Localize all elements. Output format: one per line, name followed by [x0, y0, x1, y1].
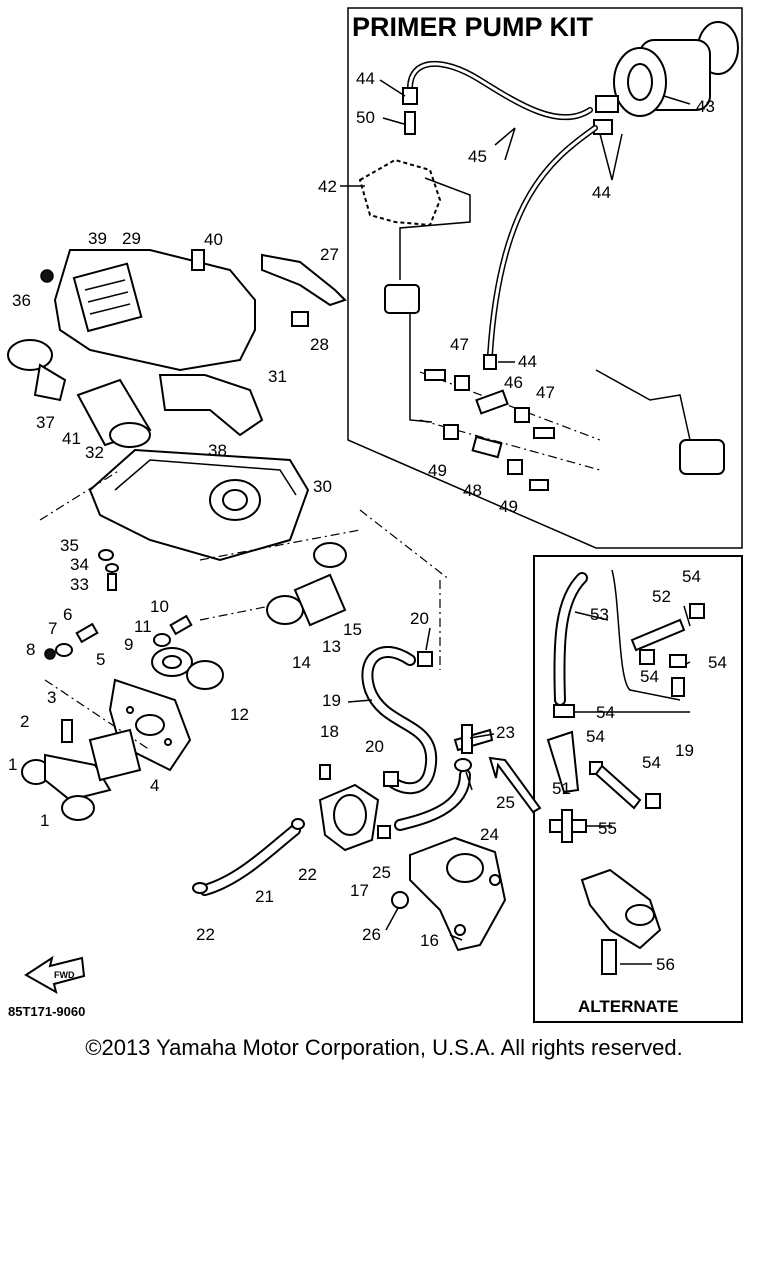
callout-52: 52 — [652, 587, 671, 606]
callout-23: 23 — [496, 723, 515, 742]
callout-44: 44 — [356, 69, 375, 88]
callout-51: 51 — [552, 779, 571, 798]
callout-45: 45 — [468, 147, 487, 166]
copyright-notice: ©2013 Yamaha Motor Corporation, U.S.A. A… — [85, 1035, 683, 1060]
callout-39: 39 — [88, 229, 107, 248]
primer-pump-kit-title: PRIMER PUMP KIT — [352, 12, 594, 42]
callout-1: 1 — [8, 755, 17, 774]
callout-42: 42 — [318, 177, 337, 196]
alternate-section: ALTERNATE — [533, 555, 743, 1023]
fwd-label: FWD — [54, 970, 75, 980]
callout-33: 33 — [70, 575, 89, 594]
callout-38: 38 — [208, 441, 227, 460]
callout-48: 48 — [463, 481, 482, 500]
callout-44-c: 44 — [518, 352, 537, 371]
callout-43: 43 — [696, 97, 715, 116]
callout-19-b: 19 — [675, 741, 694, 760]
callout-55: 55 — [598, 819, 617, 838]
callout-16: 16 — [420, 931, 439, 950]
callout-28: 28 — [310, 335, 329, 354]
callout-10: 10 — [150, 597, 169, 616]
intake-parts — [21, 542, 347, 821]
primer-pump — [593, 21, 739, 135]
callout-22: 22 — [298, 865, 317, 884]
callout-13: 13 — [322, 637, 341, 656]
callout-34: 34 — [70, 555, 89, 574]
callout-36: 36 — [12, 291, 31, 310]
callout-25-b: 25 — [372, 863, 391, 882]
drawing-code: 85T171-9060 — [8, 1004, 85, 1019]
callout-11: 11 — [134, 617, 152, 636]
callout-31: 31 — [268, 367, 287, 386]
callout-54: 54 — [682, 567, 701, 586]
callout-37: 37 — [36, 413, 55, 432]
callout-44-b: 44 — [592, 183, 611, 202]
callout-18: 18 — [320, 722, 339, 741]
callout-7: 7 — [48, 619, 57, 638]
callout-49-b: 49 — [499, 497, 518, 516]
callout-3: 3 — [47, 688, 56, 707]
callout-46: 46 — [504, 373, 523, 392]
callout-22-b: 22 — [196, 925, 215, 944]
callout-54-f: 54 — [642, 753, 661, 772]
callout-9: 9 — [124, 635, 133, 654]
callout-14: 14 — [292, 653, 311, 672]
callout-26: 26 — [362, 925, 381, 944]
callout-1-b: 1 — [40, 811, 49, 830]
callout-12: 12 — [230, 705, 249, 724]
parts-diagram: PRIMER PUMP KIT — [7, 7, 743, 1023]
callout-2: 2 — [20, 712, 29, 731]
callout-54-d: 54 — [596, 703, 615, 722]
callout-47: 47 — [450, 335, 469, 354]
fwd-arrow-icon: FWD — [24, 955, 86, 995]
callout-47-b: 47 — [536, 383, 555, 402]
callout-56: 56 — [656, 955, 675, 974]
alternate-title: ALTERNATE — [578, 997, 678, 1016]
callout-35: 35 — [60, 536, 79, 555]
callout-19: 19 — [322, 691, 341, 710]
callout-40: 40 — [204, 230, 223, 249]
callout-24: 24 — [480, 825, 499, 844]
callout-17: 17 — [350, 881, 369, 900]
callout-numbers: 1 1 2 3 4 5 6 7 8 9 10 11 12 13 14 15 16… — [8, 69, 727, 974]
callout-6: 6 — [63, 605, 72, 624]
callout-8: 8 — [26, 640, 35, 659]
callout-29: 29 — [122, 229, 141, 248]
callout-4: 4 — [150, 776, 159, 795]
callout-49: 49 — [428, 461, 447, 480]
airbox-assembly — [7, 249, 451, 670]
callout-20: 20 — [410, 609, 429, 628]
callout-54-b: 54 — [708, 653, 727, 672]
callout-54-e: 54 — [586, 727, 605, 746]
callout-27: 27 — [320, 245, 339, 264]
primer-pump-kit-section: PRIMER PUMP KIT — [340, 7, 743, 549]
callout-15: 15 — [343, 620, 362, 639]
callout-20-b: 20 — [365, 737, 384, 756]
callout-32: 32 — [85, 443, 104, 462]
callout-5: 5 — [96, 650, 105, 669]
fuel-pump-parts — [192, 627, 542, 952]
callout-50: 50 — [356, 108, 375, 127]
callout-21: 21 — [255, 887, 274, 906]
callout-41: 41 — [62, 429, 81, 448]
callout-25: 25 — [496, 793, 515, 812]
callout-53: 53 — [590, 605, 609, 624]
callout-30: 30 — [313, 477, 332, 496]
callout-54-c: 54 — [640, 667, 659, 686]
